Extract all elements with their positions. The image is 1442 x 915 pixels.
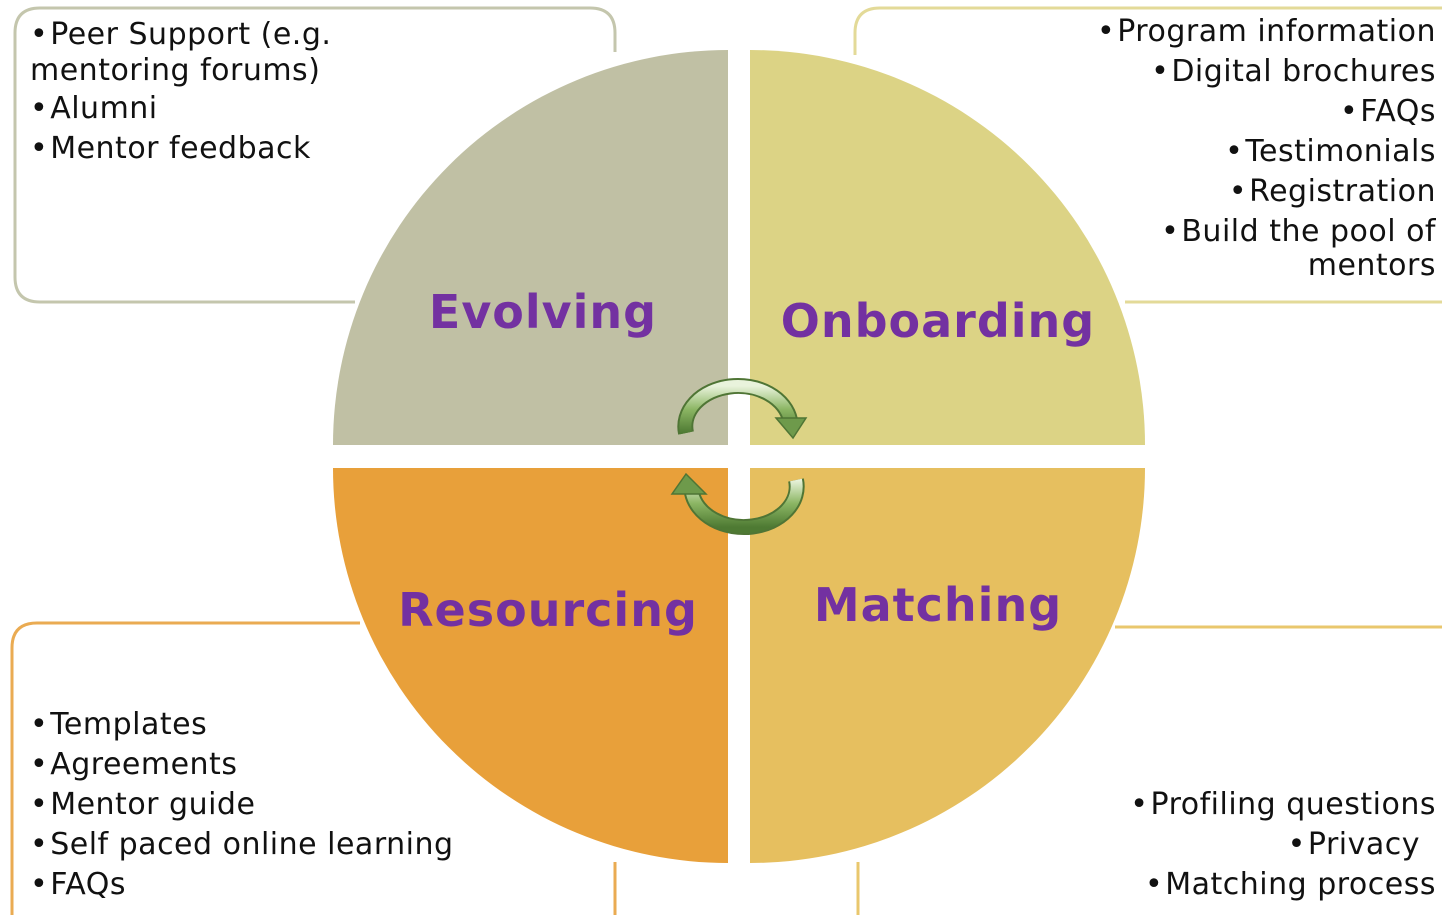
- evolving-box: [13, 6, 617, 304]
- list-item: Program information: [1016, 15, 1436, 49]
- list-item: FAQs: [1016, 95, 1436, 129]
- matching-list: Profiling questions Privacy Matching pro…: [1036, 788, 1436, 908]
- onboarding-list: Program information Digital brochures FA…: [1016, 15, 1436, 289]
- onboarding-box: [853, 6, 1442, 304]
- list-item: Profiling questions: [1036, 788, 1436, 822]
- onboarding-label: Onboarding: [781, 294, 1095, 348]
- matching-quadrant: [750, 468, 1145, 863]
- matching-label: Matching: [814, 578, 1062, 632]
- resourcing-box: [10, 621, 617, 915]
- list-item: Registration: [1016, 175, 1436, 209]
- resourcing-quadrant: [333, 468, 728, 863]
- list-item: Privacy: [1036, 828, 1436, 862]
- circular-arrows-icon: [670, 378, 808, 535]
- matching-box: [856, 625, 1442, 915]
- list-item: Peer Support (e.g. mentoring forums): [30, 17, 410, 89]
- list-item: Self paced online learning: [30, 825, 550, 865]
- list-item: Agreements: [30, 745, 550, 785]
- list-item: Mentor guide: [30, 785, 550, 825]
- evolving-label: Evolving: [429, 285, 657, 339]
- list-item: Mentor feedback: [30, 129, 410, 169]
- list-item: Templates: [30, 705, 550, 745]
- list-item: Alumni: [30, 89, 410, 129]
- list-item: Digital brochures: [1016, 55, 1436, 89]
- list-item: Matching process: [1036, 868, 1436, 902]
- list-item: Build the pool of mentors: [1126, 215, 1436, 283]
- resourcing-list: Templates Agreements Mentor guide Self p…: [30, 705, 550, 905]
- onboarding-quadrant: [750, 50, 1145, 445]
- resourcing-label: Resourcing: [398, 583, 698, 637]
- list-item: FAQs: [30, 865, 550, 905]
- evolving-list: Peer Support (e.g. mentoring forums) Alu…: [30, 17, 410, 169]
- list-item: Testimonials: [1016, 135, 1436, 169]
- evolving-quadrant: [333, 50, 728, 445]
